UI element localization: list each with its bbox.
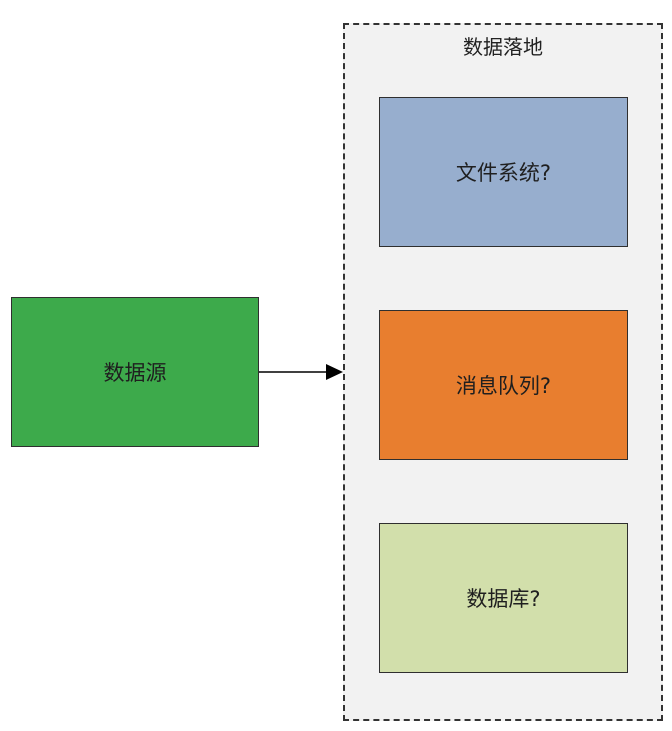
data-source-node: 数据源 (11, 297, 259, 447)
database-node: 数据库? (379, 523, 628, 673)
arrow-head-icon (326, 364, 343, 380)
database-label: 数据库? (466, 587, 541, 611)
data-source-label: 数据源 (103, 361, 167, 385)
group-title: 数据落地 (463, 35, 543, 59)
message-queue-label: 消息队列? (455, 374, 552, 398)
message-queue-node: 消息队列? (379, 310, 628, 460)
file-system-node: 文件系统? (379, 97, 628, 247)
file-system-label: 文件系统? (455, 161, 552, 185)
